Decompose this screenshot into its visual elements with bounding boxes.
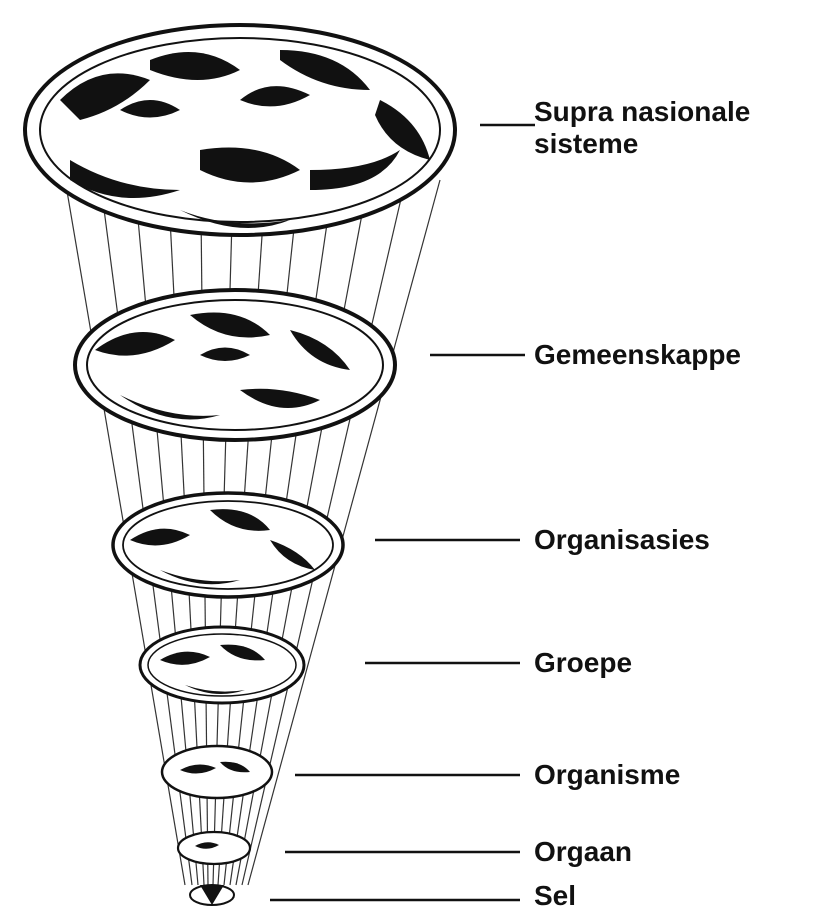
label-organism: Organisme [534, 759, 680, 791]
level-organisations-shape [113, 493, 343, 597]
label-cell: Sel [534, 880, 576, 912]
label-supranational-systems: Supra nasionale sisteme [534, 96, 750, 160]
label-communities: Gemeenskappe [534, 339, 741, 371]
level-cell-shape [190, 885, 234, 905]
level-supranational-shape [25, 25, 455, 235]
label-groups: Groepe [534, 647, 632, 679]
level-groups-shape [140, 627, 304, 703]
level-organism-shape [162, 746, 272, 798]
level-communities-shape [75, 290, 395, 440]
level-organ-shape [178, 832, 250, 864]
label-organisations: Organisasies [534, 524, 710, 556]
label-organ: Orgaan [534, 836, 632, 868]
